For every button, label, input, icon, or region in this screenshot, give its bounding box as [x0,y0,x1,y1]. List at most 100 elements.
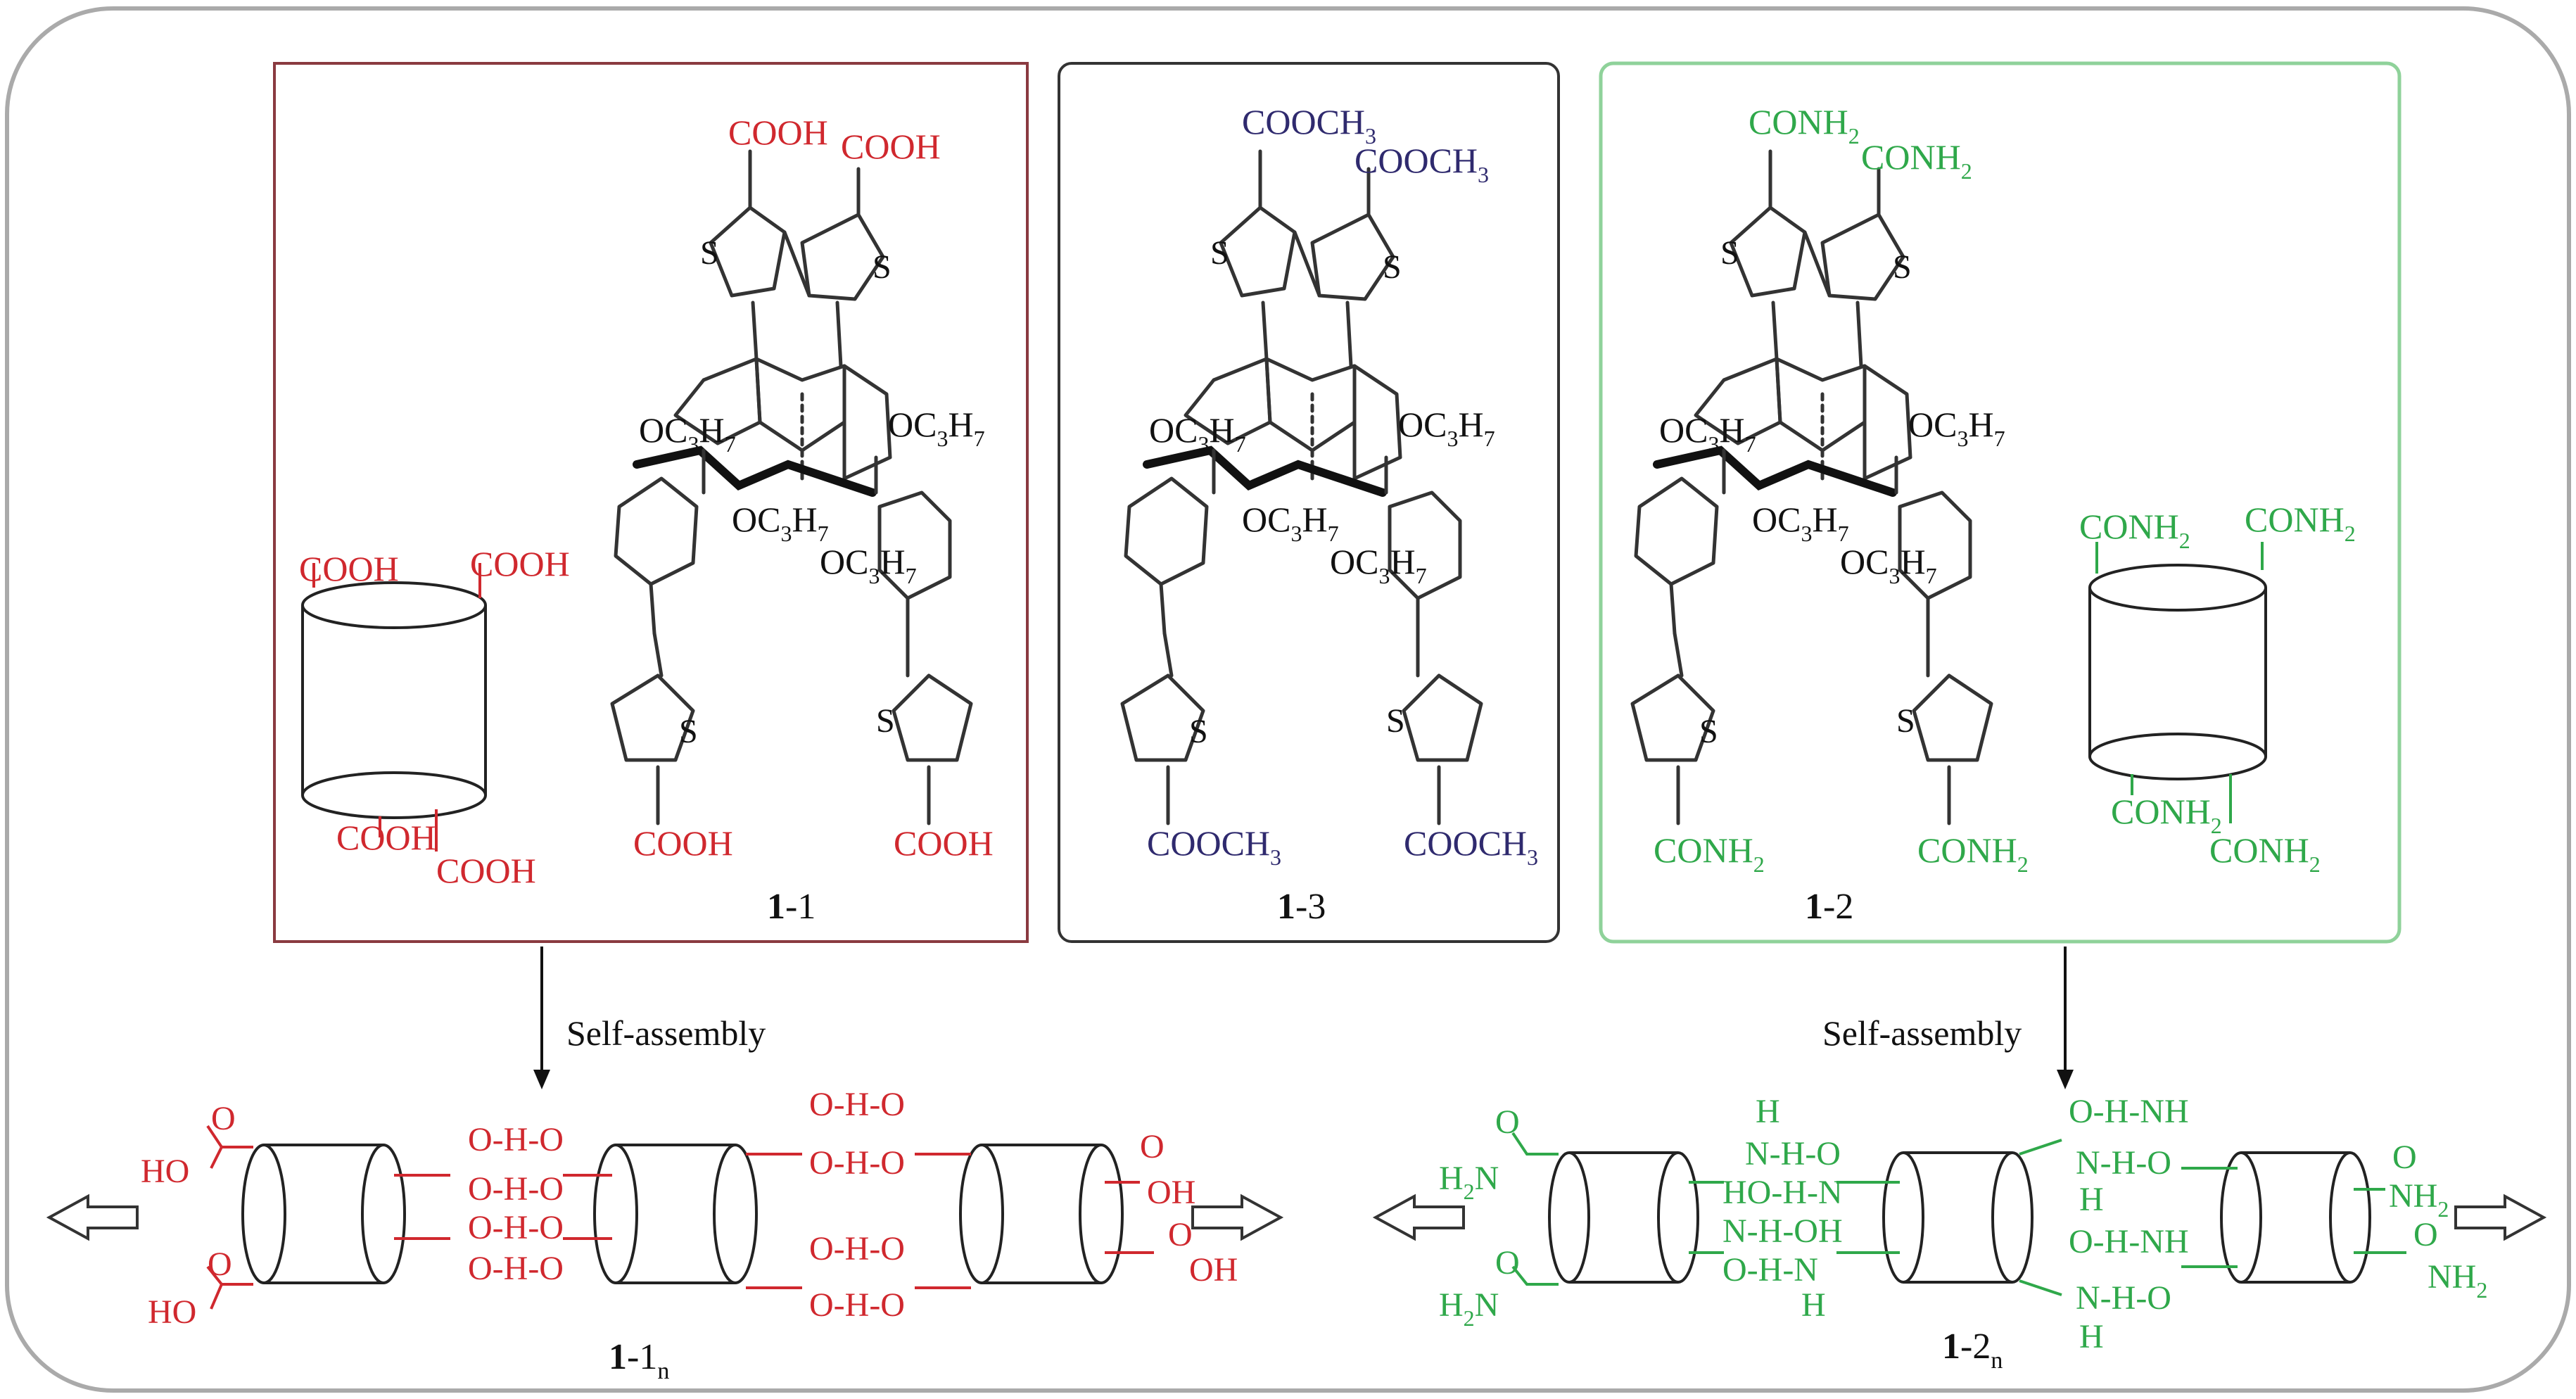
assembly-1-1n [46,1125,1284,1310]
a1-hbond-4: O-H-O [468,1250,564,1287]
a1-carbonyl-right-top: O [1140,1128,1165,1165]
compound-label-1-1: 1-1 [767,887,816,927]
molecule-1-2-skeleton [1630,149,1993,825]
a2-hbond-b-bottom: O-H-NH [2069,1223,2189,1260]
compound-label-1-3: 1-3 [1277,887,1326,927]
a2-hbond-d: N-H-OH [1722,1213,1843,1250]
mol-1-1-s-lower-left: S [679,713,698,750]
a2-end-left-bottom: H2N [1439,1286,1499,1331]
a2-h-3: H [2079,1181,2104,1218]
mol-1-1-top-left: COOH [728,113,828,152]
a1-end-ho-bottom: HO [148,1293,196,1331]
mol-1-3-s-lower-left: S [1189,713,1208,750]
a2-hbond-a: N-H-O [1745,1135,1841,1172]
mol-1-3-alkoxy-3: OC3H7 [1242,500,1339,546]
mol-1-2-top-left: CONH2 [1749,102,1860,148]
mol-1-3-alkoxy-1: OC3H7 [1149,410,1246,457]
a1-hbond-2: O-H-O [468,1170,564,1208]
a2-h-1: H [1756,1093,1780,1130]
arrow-left-label: Self-assembly [566,1013,766,1053]
a1-end-oh-top: OH [1147,1174,1195,1211]
outer-frame [5,6,2571,1393]
a2-h-2: H [1801,1286,1826,1324]
hollow-arrow-left-icon-2 [1372,1194,1465,1241]
mol-1-2-s-lower-right: S [1896,702,1915,740]
mol-1-2-alkoxy-3: OC3H7 [1752,500,1849,546]
a2-carbonyl-right-bottom: O [2413,1216,2438,1253]
a2-hbond-f-top: N-H-O [2076,1144,2171,1182]
a2-hbond-b-top: O-H-NH [2069,1093,2189,1130]
a2-carbonyl-left-top: O [1495,1103,1520,1141]
a2-end-right-top: NH2 [2389,1177,2449,1222]
arrow-right-label: Self-assembly [1822,1013,2022,1053]
a1-hbond-5: O-H-O [809,1086,905,1123]
a1-carbonyl-bottom: O [208,1246,232,1283]
mol-1-1-top-right: COOH [841,127,941,166]
mol-1-2-s-lower-left: S [1699,713,1718,750]
mol-1-2-alkoxy-2: OC3H7 [1908,405,2005,451]
cylinder-1-2 [2088,542,2267,823]
cyl-label-top-left: COOH [299,549,399,588]
a1-hbond-3: O-H-O [468,1209,564,1246]
mol-1-2-top-right: CONH2 [1861,137,1972,184]
mol-1-2-s-left: S [1720,234,1739,272]
a2-hbond-f-bottom: N-H-O [2076,1279,2171,1317]
mol-1-3-alkoxy-4: OC3H7 [1330,542,1427,588]
mol-1-1-alkoxy-3: OC3H7 [732,500,829,546]
a2-carbonyl-left-bottom: O [1495,1244,1520,1281]
mol-1-1-s-right: S [873,248,892,286]
hollow-arrow-right-icon-2 [2454,1194,2547,1241]
assembly-1-2n [1372,1132,2547,1296]
cyl-1-2-top-right: CONH2 [2245,500,2356,546]
cyl-label-top-right: COOH [470,544,570,583]
molecule-1-3-skeleton [1120,149,1483,825]
mol-1-3-s-right: S [1383,248,1402,286]
mol-1-1-s-lower-right: S [876,702,895,740]
cyl-1-2-bottom-right: CONH2 [2209,830,2321,877]
mol-1-3-alkoxy-2: OC3H7 [1398,405,1495,451]
a1-hbond-1: O-H-O [468,1121,564,1158]
a2-end-left-top: H2N [1439,1160,1499,1204]
a1-carbonyl-top: O [211,1100,236,1137]
mol-1-2-s-right: S [1893,248,1912,286]
mol-1-2-alkoxy-4: OC3H7 [1840,542,1937,588]
arrow-left-self-assembly [533,947,550,1089]
mol-1-3-s-lower-right: S [1386,702,1405,740]
mol-1-1-alkoxy-1: OC3H7 [639,410,736,457]
assembly-label-1-1n: 1-1n [609,1337,669,1384]
mol-1-1-bottom-left: COOH [633,823,733,863]
mol-1-3-bottom-left: COOCH3 [1147,823,1281,870]
a1-end-ho-top: HO [141,1153,189,1190]
compound-label-1-2: 1-2 [1805,887,1853,927]
mol-1-2-alkoxy-1: OC3H7 [1659,410,1756,457]
assembly-label-1-2n: 1-2n [1942,1327,2003,1374]
a2-hbond-c: HO-H-N [1722,1174,1843,1211]
panel-1-1-border [273,62,1029,943]
a1-hbond-8: O-H-O [809,1286,905,1324]
a1-hbond-6: O-H-O [809,1144,905,1182]
panel-1-2-border [1599,61,2401,944]
cylinder-1-1 [301,563,487,852]
mol-1-2-bottom-right: CONH2 [1917,830,2029,877]
hollow-arrow-right-icon [1191,1194,1284,1241]
a2-h-4: H [2079,1318,2104,1355]
a1-end-oh-bottom: OH [1189,1251,1238,1289]
hollow-arrow-left-icon [46,1194,139,1241]
a1-carbonyl-right-bottom: O [1168,1216,1193,1253]
a2-hbond-e: O-H-N [1722,1251,1818,1289]
cyl-label-bottom-right: COOH [436,851,536,890]
mol-1-3-s-left: S [1210,234,1229,272]
cyl-1-2-bottom-left: CONH2 [2111,792,2222,838]
panel-1-3-border [1058,62,1560,943]
a2-end-right-bottom: NH2 [2428,1258,2487,1303]
mol-1-1-alkoxy-4: OC3H7 [820,542,917,588]
mol-1-3-top-right: COOCH3 [1354,141,1489,187]
cyl-label-bottom-left: COOH [336,818,436,857]
mol-1-1-alkoxy-2: OC3H7 [888,405,985,451]
molecule-1-1-skeleton [610,149,973,825]
mol-1-1-s-left: S [700,234,719,272]
mol-1-3-bottom-right: COOCH3 [1404,823,1538,870]
arrow-right-self-assembly [2057,947,2074,1089]
